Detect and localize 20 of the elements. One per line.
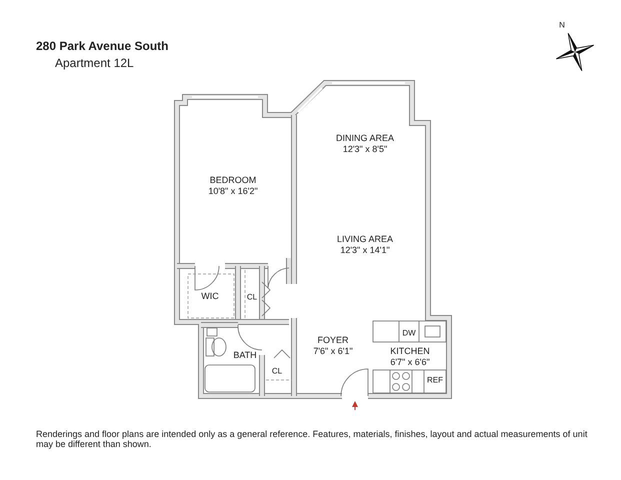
appliance-label: DW bbox=[402, 330, 416, 338]
room-dimensions: 12'3" x 14'1" bbox=[340, 246, 390, 256]
room-name: KITCHEN bbox=[390, 347, 430, 357]
room-dimensions: 12'3" x 8'5" bbox=[342, 145, 388, 155]
room-dimensions: 7'6" x 6'1" bbox=[313, 347, 353, 357]
title: 280 Park Avenue South bbox=[36, 40, 168, 54]
subtitle: Apartment 12L bbox=[55, 57, 134, 70]
room-name: LIVING AREA bbox=[336, 235, 394, 245]
room-name: DINING AREA bbox=[336, 134, 394, 144]
room-dimensions: 10'8" x 16'2" bbox=[208, 187, 258, 197]
room-name: CL bbox=[246, 294, 258, 302]
disclaimer-note: Renderings and floor plans are intended only as a general reference. Features, materials, finishes, layout and actual measurements of unit may be different than shown. bbox=[36, 430, 588, 450]
north-label: N bbox=[559, 22, 565, 30]
room-name: BEDROOM bbox=[210, 176, 256, 186]
room-name: CL bbox=[272, 368, 282, 376]
room-name: FOYER bbox=[318, 336, 348, 346]
room-dimensions: 6'7" x 6'6" bbox=[390, 358, 430, 368]
room-name: WIC bbox=[201, 292, 219, 302]
appliance-label: REF bbox=[427, 376, 443, 386]
room-name: BATH bbox=[233, 351, 257, 361]
